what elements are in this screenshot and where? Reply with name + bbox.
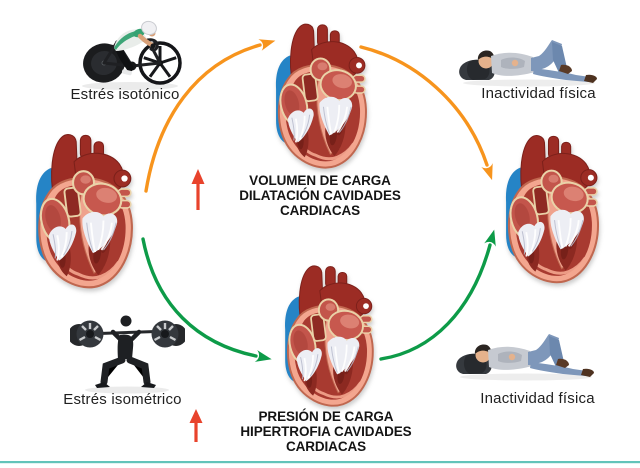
lying-person-bottom-illustration	[452, 328, 600, 382]
increase-arrow-pressure	[189, 409, 203, 442]
heart-bottom-illustration	[276, 258, 380, 410]
increase-arrow-volume	[191, 169, 205, 210]
heart-right-illustration	[498, 124, 604, 290]
weightlifter-illustration	[70, 315, 185, 394]
caption-volume: VOLUMEN DE CARGA DILATACIÓN CAVIDADES CA…	[200, 173, 440, 218]
label-isometric: Estrés isométrico	[63, 391, 182, 408]
lying-person-top-illustration	[455, 34, 603, 88]
heart-left-illustration	[20, 126, 146, 292]
cyclist-illustration	[82, 20, 182, 90]
label-inactivity-top: Inactividad física	[481, 85, 596, 102]
caption-pressure-line1: PRESIÓN DE CARGA	[258, 409, 394, 424]
caption-volume-line1: VOLUMEN DE CARGA	[249, 173, 391, 188]
bottom-rule	[0, 461, 640, 464]
caption-pressure-line2: HIPERTROFIA CAVIDADES CARDIACAS	[240, 424, 412, 454]
label-inactivity-bottom: Inactividad física	[480, 390, 595, 407]
caption-pressure: PRESIÓN DE CARGA HIPERTROFIA CAVIDADES C…	[206, 409, 446, 454]
heart-top-illustration	[268, 16, 372, 172]
label-isotonic: Estrés isotónico	[70, 86, 180, 103]
caption-volume-line2: DILATACIÓN CAVIDADES CARDIACAS	[239, 188, 401, 218]
